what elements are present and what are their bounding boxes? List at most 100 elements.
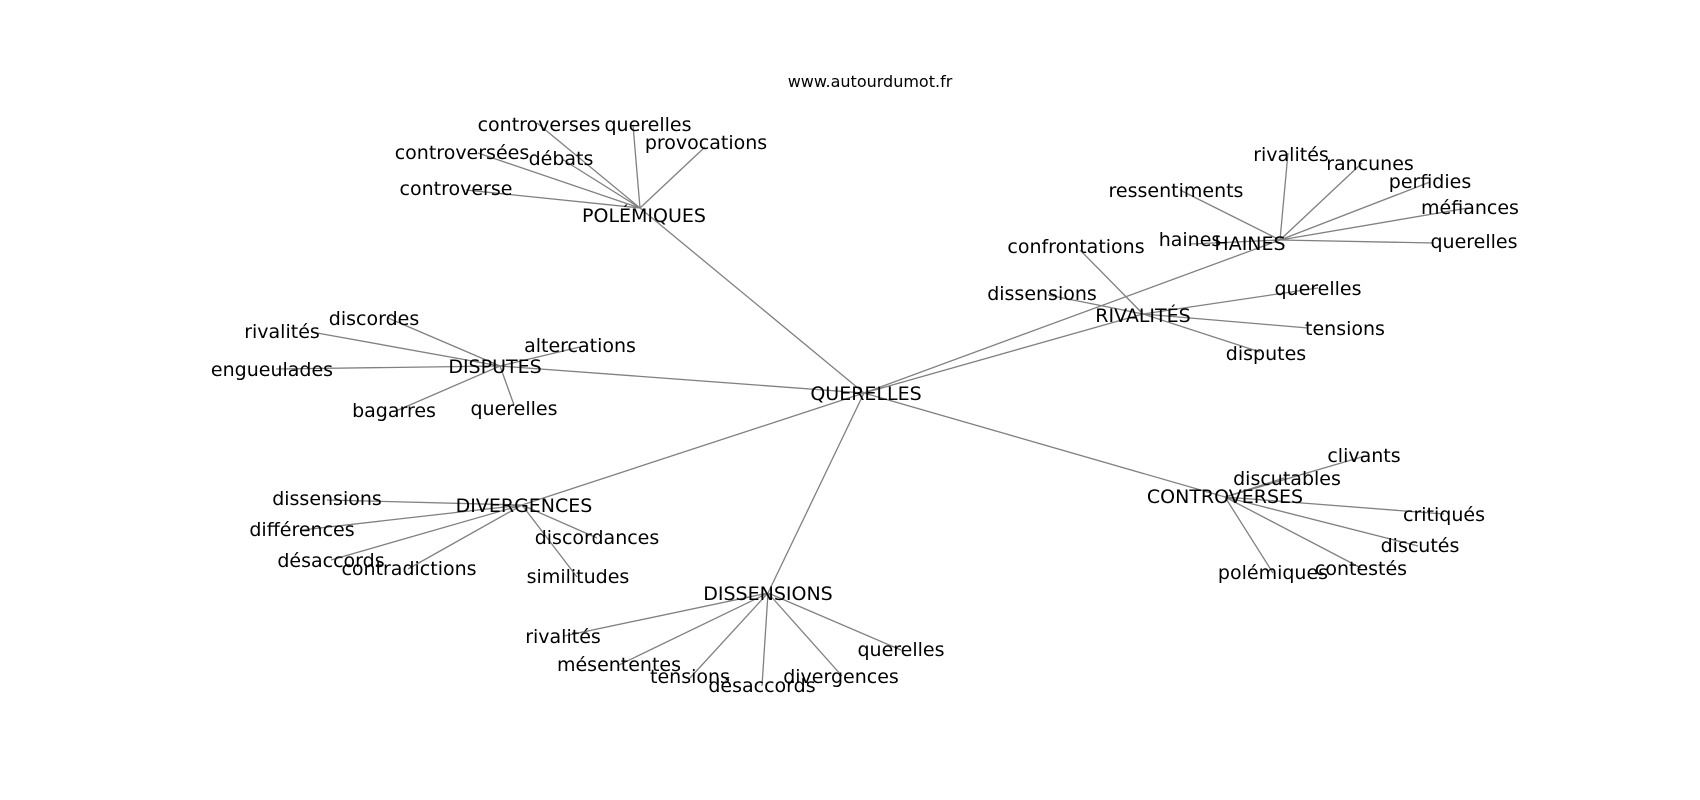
leaf-node[interactable]: controversées bbox=[395, 142, 530, 164]
edge-hub-leaf bbox=[561, 158, 641, 209]
leaf-node[interactable]: ressentiments bbox=[1109, 180, 1244, 202]
edge-hub-leaf bbox=[301, 504, 523, 531]
leaf-node[interactable]: méfiances bbox=[1421, 197, 1519, 219]
edge-hub-leaf bbox=[1224, 496, 1445, 515]
edge-hub-leaf bbox=[1279, 207, 1469, 241]
leaf-node[interactable]: querelles bbox=[1274, 278, 1361, 300]
edge-hub-leaf bbox=[1224, 496, 1274, 574]
leaf-node[interactable]: discordances bbox=[535, 527, 660, 549]
leaf-node[interactable]: contradictions bbox=[341, 558, 476, 580]
edge-hub-leaf bbox=[477, 152, 641, 209]
leaf-node[interactable]: désaccords bbox=[708, 675, 815, 697]
edge-hub-leaf bbox=[536, 122, 641, 209]
leaf-node[interactable]: tensions bbox=[1305, 318, 1385, 340]
edge-hub-leaf bbox=[767, 592, 902, 651]
edge-hub-leaf bbox=[1279, 239, 1435, 244]
leaf-node[interactable]: discordes bbox=[329, 308, 419, 330]
edge-hub-leaf bbox=[1079, 249, 1144, 315]
edge-hub-leaf bbox=[316, 332, 501, 367]
hub-node[interactable]: CONTROVERSES bbox=[1147, 486, 1303, 508]
leaf-node[interactable]: rancunes bbox=[1326, 153, 1414, 175]
edge-hub-leaf bbox=[407, 504, 523, 570]
edge-hub-leaf bbox=[767, 592, 843, 677]
edge-hub-leaf bbox=[499, 346, 581, 367]
edge-center-hub bbox=[863, 392, 1226, 498]
site-label[interactable]: www.autourdumot.fr bbox=[787, 72, 953, 91]
edge-hub-leaf bbox=[618, 592, 769, 666]
edge-hub-leaf bbox=[326, 499, 523, 506]
edge-hub-leaf bbox=[521, 504, 598, 539]
hub-node[interactable]: DISPUTES bbox=[448, 356, 541, 378]
edge-hub-leaf bbox=[1179, 189, 1281, 241]
edge-hub-leaf bbox=[387, 317, 501, 367]
edge-center-hub bbox=[767, 392, 865, 594]
leaf-node[interactable]: querelles bbox=[1430, 231, 1517, 253]
edge-hub-leaf bbox=[1279, 162, 1363, 241]
edge-hub-leaf bbox=[689, 592, 769, 679]
leaf-node[interactable]: discutés bbox=[1381, 535, 1460, 557]
edge-center-hub bbox=[863, 239, 1281, 394]
edge-hub-leaf bbox=[1047, 294, 1144, 315]
leaf-node[interactable]: querelles bbox=[857, 639, 944, 661]
leaf-node[interactable]: controverse bbox=[400, 178, 513, 200]
leaf-node[interactable]: dissensions bbox=[987, 283, 1097, 305]
leaf-node[interactable]: clivants bbox=[1327, 445, 1400, 467]
leaf-node[interactable]: polémiques bbox=[1218, 562, 1328, 584]
edge-center-hub bbox=[863, 313, 1144, 394]
leaf-node[interactable]: querelles bbox=[604, 114, 691, 136]
edge-center-hub bbox=[499, 365, 865, 394]
edge-hub-leaf bbox=[1224, 477, 1285, 498]
edge-hub-leaf bbox=[639, 146, 706, 209]
leaf-node[interactable]: mésententes bbox=[557, 654, 681, 676]
leaf-node[interactable]: disputes bbox=[1226, 343, 1306, 365]
center-node[interactable]: QUERELLES bbox=[810, 383, 921, 405]
leaf-node[interactable]: tensions bbox=[650, 666, 730, 688]
leaf-node[interactable]: critiqués bbox=[1403, 504, 1485, 526]
leaf-node[interactable]: différences bbox=[249, 519, 354, 541]
edge-hub-leaf bbox=[632, 124, 641, 209]
edge-hub-leaf bbox=[1279, 181, 1431, 241]
leaf-node[interactable]: controverses bbox=[478, 114, 601, 136]
leaf-node[interactable]: rivalités bbox=[244, 321, 320, 343]
hub-node[interactable]: DISSENSIONS bbox=[703, 583, 832, 605]
edge-hub-leaf bbox=[1224, 496, 1362, 569]
edge-hub-leaf bbox=[330, 504, 523, 561]
hub-node[interactable]: DIVERGENCES bbox=[456, 495, 593, 517]
leaf-node[interactable]: rivalités bbox=[525, 626, 601, 648]
hub-node[interactable]: POLÉMIQUES bbox=[582, 204, 706, 227]
edge-hub-leaf bbox=[1142, 287, 1319, 315]
edge-center-hub bbox=[639, 207, 865, 394]
edge-hub-leaf bbox=[499, 365, 515, 406]
edge-hub-leaf bbox=[275, 365, 501, 370]
leaf-node[interactable]: discutables bbox=[1233, 468, 1341, 490]
leaf-node[interactable]: contestés bbox=[1315, 558, 1407, 580]
leaf-node[interactable]: engueulades bbox=[211, 359, 333, 381]
leaf-node[interactable]: provocations bbox=[645, 132, 767, 154]
leaf-node[interactable]: querelles bbox=[470, 398, 557, 420]
leaf-node[interactable]: débats bbox=[529, 148, 594, 170]
leaf-node[interactable]: haines bbox=[1159, 229, 1222, 251]
edge-hub-leaf bbox=[1279, 152, 1289, 241]
hub-node[interactable]: HAINES bbox=[1214, 233, 1285, 255]
leaf-node[interactable]: rivalités bbox=[1253, 144, 1329, 166]
leaf-node[interactable]: similitudes bbox=[527, 566, 630, 588]
edge-hub-leaf bbox=[563, 592, 769, 637]
edge-hub-leaf bbox=[395, 365, 501, 412]
leaf-node[interactable]: altercations bbox=[524, 335, 636, 357]
edge-hub-leaf bbox=[465, 189, 641, 209]
leaf-node[interactable]: confrontations bbox=[1007, 236, 1144, 258]
edge-center-hub bbox=[521, 392, 865, 506]
leaf-node[interactable]: bagarres bbox=[352, 400, 436, 422]
leaf-node[interactable]: désaccords bbox=[277, 550, 384, 572]
edge-hub-leaf bbox=[761, 592, 769, 687]
leaf-node[interactable]: divergences bbox=[783, 666, 899, 688]
hub-node[interactable]: RIVALITÉS bbox=[1095, 304, 1190, 327]
edge-hub-leaf bbox=[1142, 313, 1309, 329]
leaf-node[interactable]: perfidies bbox=[1389, 171, 1471, 193]
edge-hub-leaf bbox=[1224, 496, 1419, 547]
edge-hub-leaf bbox=[521, 504, 578, 578]
edge-hub-leaf bbox=[1142, 313, 1261, 353]
leaf-node[interactable]: dissensions bbox=[272, 488, 382, 510]
